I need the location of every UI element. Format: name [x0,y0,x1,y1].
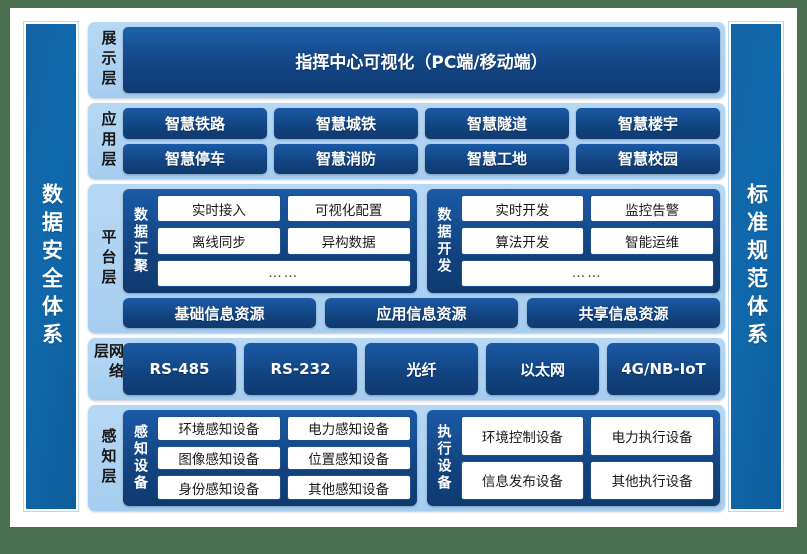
layer-network-body: RS-485 RS-232 光纤 以太网 4G/NB-IoT [123,343,720,395]
layer-display-label-wrap: 展示层 [93,27,123,93]
layer-platform: 平台层 数据汇聚 实时接入 可视化配置 [88,184,725,333]
plat-box-algorithm-dev[interactable]: 算法开发 [460,227,585,255]
layer-application: 应用层 智慧铁路 智慧城铁 智慧隧道 智慧楼宇 智慧停车 智慧消防 智慧工地 智… [88,103,725,179]
layer-platform-label: 平台层 [99,228,118,289]
sense-box-position-sensor[interactable]: 位置感知设备 [286,445,411,471]
platform-panel-1-row-1: 实时接入 可视化配置 [157,195,411,223]
layer-sensing-body: 感知设备 环境感知设备 电力感知设备 图像感知设备 位置感知设备 [123,410,720,506]
sensing-panels: 感知设备 环境感知设备 电力感知设备 图像感知设备 位置感知设备 [123,410,720,506]
sensing-panel-1-row-3: 身份感知设备 其他感知设备 [157,475,411,501]
plat-box-smart-ops[interactable]: 智能运维 [590,227,714,255]
layer-network-label: 网络层 [92,343,125,383]
layer-application-label-wrap: 应用层 [93,108,123,174]
platform-panel-2-title-wrap: 数据开发 [433,195,455,287]
sense-box-image-sensor[interactable]: 图像感知设备 [157,445,281,471]
actuator-box-info-publish[interactable]: 信息发布设备 [460,460,585,500]
network-box-ethernet[interactable]: 以太网 [486,343,599,395]
platform-panel-1-grid: 实时接入 可视化配置 离线同步 异构数据 …… [157,195,411,287]
app-box-smart-railway[interactable]: 智慧铁路 [123,108,267,139]
network-row: RS-485 RS-232 光纤 以太网 4G/NB-IoT [123,343,720,395]
sense-box-other-sensor[interactable]: 其他感知设备 [286,475,411,501]
sensing-panel-2-row-1: 环境控制设备 电力执行设备 [460,416,714,456]
layer-network-label-wrap: 网络层 [92,343,125,395]
sensing-panel-2-grid: 环境控制设备 电力执行设备 信息发布设备 其他执行设备 [460,416,714,500]
platform-panel-1-title: 数据汇聚 [132,207,148,275]
actuator-box-environment-control[interactable]: 环境控制设备 [460,416,585,456]
app-box-smart-parking[interactable]: 智慧停车 [123,143,267,174]
resource-box-app-info[interactable]: 应用信息资源 [325,298,518,328]
sensing-panel-1-row-1: 环境感知设备 电力感知设备 [157,416,411,441]
platform-panels: 数据汇聚 实时接入 可视化配置 离线同步 异构数据 [123,189,720,293]
diagram-canvas: 数据安全体系 标准规范体系 展示层 指挥中心可视化（PC端/移动端） 应用层 智… [10,8,797,527]
network-box-fiber[interactable]: 光纤 [365,343,478,395]
platform-panel-data-aggregation: 数据汇聚 实时接入 可视化配置 离线同步 异构数据 [123,189,417,293]
sensing-panel-2-row-2: 信息发布设备 其他执行设备 [460,460,714,500]
display-banner-box[interactable]: 指挥中心可视化（PC端/移动端） [123,27,720,93]
platform-panel-2-title: 数据开发 [435,207,452,275]
right-vertical-bar-label: 标准规范体系 [744,182,769,351]
platform-panel-2-row-1: 实时开发 监控告警 [460,195,714,223]
plat-box-realtime-ingest[interactable]: 实时接入 [157,195,281,223]
sensing-panel-actuator-devices: 执行设备 环境控制设备 电力执行设备 信息发布设备 其他执行设备 [426,410,720,506]
layer-application-label: 应用层 [99,111,118,171]
plat-box-heterogeneous[interactable]: 异构数据 [286,227,411,255]
left-vertical-bar-data-security: 数据安全体系 [24,22,78,511]
layer-sensing-label-wrap: 感知层 [93,410,123,506]
app-box-smart-campus[interactable]: 智慧校园 [576,143,720,174]
sensing-panel-1-row-2: 图像感知设备 位置感知设备 [157,445,411,471]
plat-box-visual-config[interactable]: 可视化配置 [286,195,411,223]
left-vertical-bar-label: 数据安全体系 [39,182,64,351]
actuator-box-power-actuator[interactable]: 电力执行设备 [590,416,714,456]
sensing-panel-1-grid: 环境感知设备 电力感知设备 图像感知设备 位置感知设备 身份感知设备 其他感知设… [157,416,411,501]
platform-panel-2-row-2: 算法开发 智能运维 [460,227,714,255]
app-box-smart-site[interactable]: 智慧工地 [425,143,569,174]
right-vertical-bar-standards: 标准规范体系 [729,22,783,511]
layer-platform-body: 数据汇聚 实时接入 可视化配置 离线同步 异构数据 [123,189,720,328]
platform-panel-1-title-wrap: 数据汇聚 [129,195,151,287]
layer-display-label: 展示层 [99,30,118,90]
app-box-smart-fire[interactable]: 智慧消防 [274,143,418,174]
sensing-panel-2-title: 执行设备 [435,424,452,492]
layer-stack: 展示层 指挥中心可视化（PC端/移动端） 应用层 智慧铁路 智慧城铁 智慧隧道 … [88,22,725,511]
platform-panel-2-grid: 实时开发 监控告警 算法开发 智能运维 …… [460,195,714,287]
resource-box-shared-info[interactable]: 共享信息资源 [527,298,720,328]
application-row-2: 智慧停车 智慧消防 智慧工地 智慧校园 [123,143,720,174]
actuator-box-other-actuator[interactable]: 其他执行设备 [590,460,714,500]
network-box-4g-nbiot[interactable]: 4G/NB-IoT [607,343,720,395]
layer-network: 网络层 RS-485 RS-232 光纤 以太网 4G/NB-IoT [88,338,725,400]
plat-box-more-development[interactable]: …… [460,259,714,287]
plat-box-monitor-alarm[interactable]: 监控告警 [590,195,714,223]
app-box-smart-metro[interactable]: 智慧城铁 [274,108,418,139]
plat-box-more-aggregation[interactable]: …… [157,259,411,287]
sense-box-identity-sensor[interactable]: 身份感知设备 [157,475,281,501]
plat-box-offline-sync[interactable]: 离线同步 [157,227,281,255]
sense-box-power-sensor[interactable]: 电力感知设备 [286,416,411,441]
platform-panel-data-development: 数据开发 实时开发 监控告警 算法开发 智能运维 [426,189,720,293]
layer-platform-label-wrap: 平台层 [93,189,123,328]
app-box-smart-tunnel[interactable]: 智慧隧道 [425,108,569,139]
platform-panel-1-row-3: …… [157,259,411,287]
sensing-panel-1-title: 感知设备 [132,424,148,492]
app-box-smart-building[interactable]: 智慧楼宇 [576,108,720,139]
sensing-panel-sensor-devices: 感知设备 环境感知设备 电力感知设备 图像感知设备 位置感知设备 [123,410,417,506]
platform-panel-1-row-2: 离线同步 异构数据 [157,227,411,255]
sense-box-environment-sensor[interactable]: 环境感知设备 [157,416,281,441]
layer-display-body: 指挥中心可视化（PC端/移动端） [123,27,720,93]
platform-panel-2-row-3: …… [460,259,714,287]
layer-display: 展示层 指挥中心可视化（PC端/移动端） [88,22,725,98]
layer-sensing-label: 感知层 [99,428,118,488]
layer-sensing: 感知层 感知设备 环境感知设备 电力感知设备 [88,405,725,511]
network-box-rs485[interactable]: RS-485 [123,343,236,395]
sensing-panel-2-title-wrap: 执行设备 [433,416,455,500]
platform-resource-row: 基础信息资源 应用信息资源 共享信息资源 [123,298,720,328]
sensing-panel-1-title-wrap: 感知设备 [129,416,151,500]
plat-box-realtime-dev[interactable]: 实时开发 [460,195,585,223]
layer-application-body: 智慧铁路 智慧城铁 智慧隧道 智慧楼宇 智慧停车 智慧消防 智慧工地 智慧校园 [123,108,720,174]
resource-box-basic-info[interactable]: 基础信息资源 [123,298,316,328]
application-row-1: 智慧铁路 智慧城铁 智慧隧道 智慧楼宇 [123,108,720,139]
network-box-rs232[interactable]: RS-232 [244,343,357,395]
